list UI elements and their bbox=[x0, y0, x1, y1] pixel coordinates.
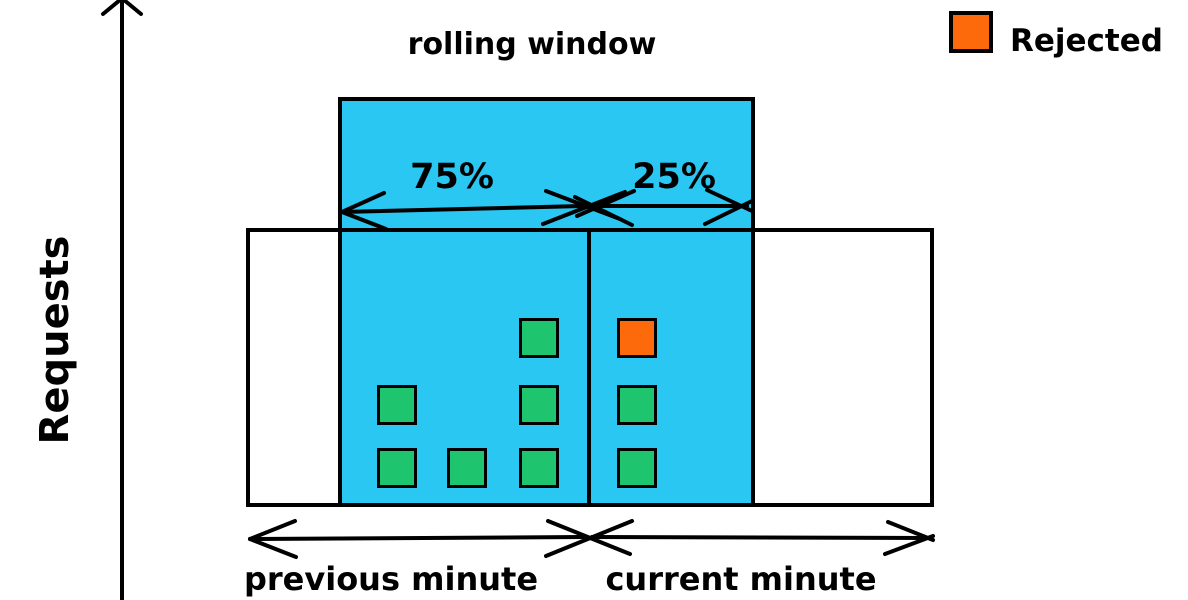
request-square-accepted bbox=[617, 385, 657, 425]
request-square-accepted bbox=[617, 448, 657, 488]
request-square-accepted bbox=[377, 385, 417, 425]
current-minute-label: current minute bbox=[605, 560, 877, 598]
request-square-accepted bbox=[377, 448, 417, 488]
legend-rejected-swatch bbox=[949, 11, 993, 53]
request-square-accepted bbox=[519, 385, 559, 425]
rolling-window-region bbox=[338, 97, 755, 507]
y-axis-line bbox=[120, 0, 124, 600]
request-square-rejected bbox=[617, 318, 657, 358]
legend-rejected-label: Rejected bbox=[1010, 23, 1163, 59]
request-square-accepted bbox=[447, 448, 487, 488]
previous-minute-label: previous minute bbox=[243, 560, 539, 598]
current-share-label: 25% bbox=[632, 157, 716, 197]
y-axis-label: Requests bbox=[32, 235, 78, 445]
request-square-accepted bbox=[519, 318, 559, 358]
minute-divider-line bbox=[587, 228, 591, 507]
request-square-accepted bbox=[519, 448, 559, 488]
previous-share-label: 75% bbox=[410, 157, 494, 197]
rolling-window-title: rolling window bbox=[407, 27, 657, 62]
